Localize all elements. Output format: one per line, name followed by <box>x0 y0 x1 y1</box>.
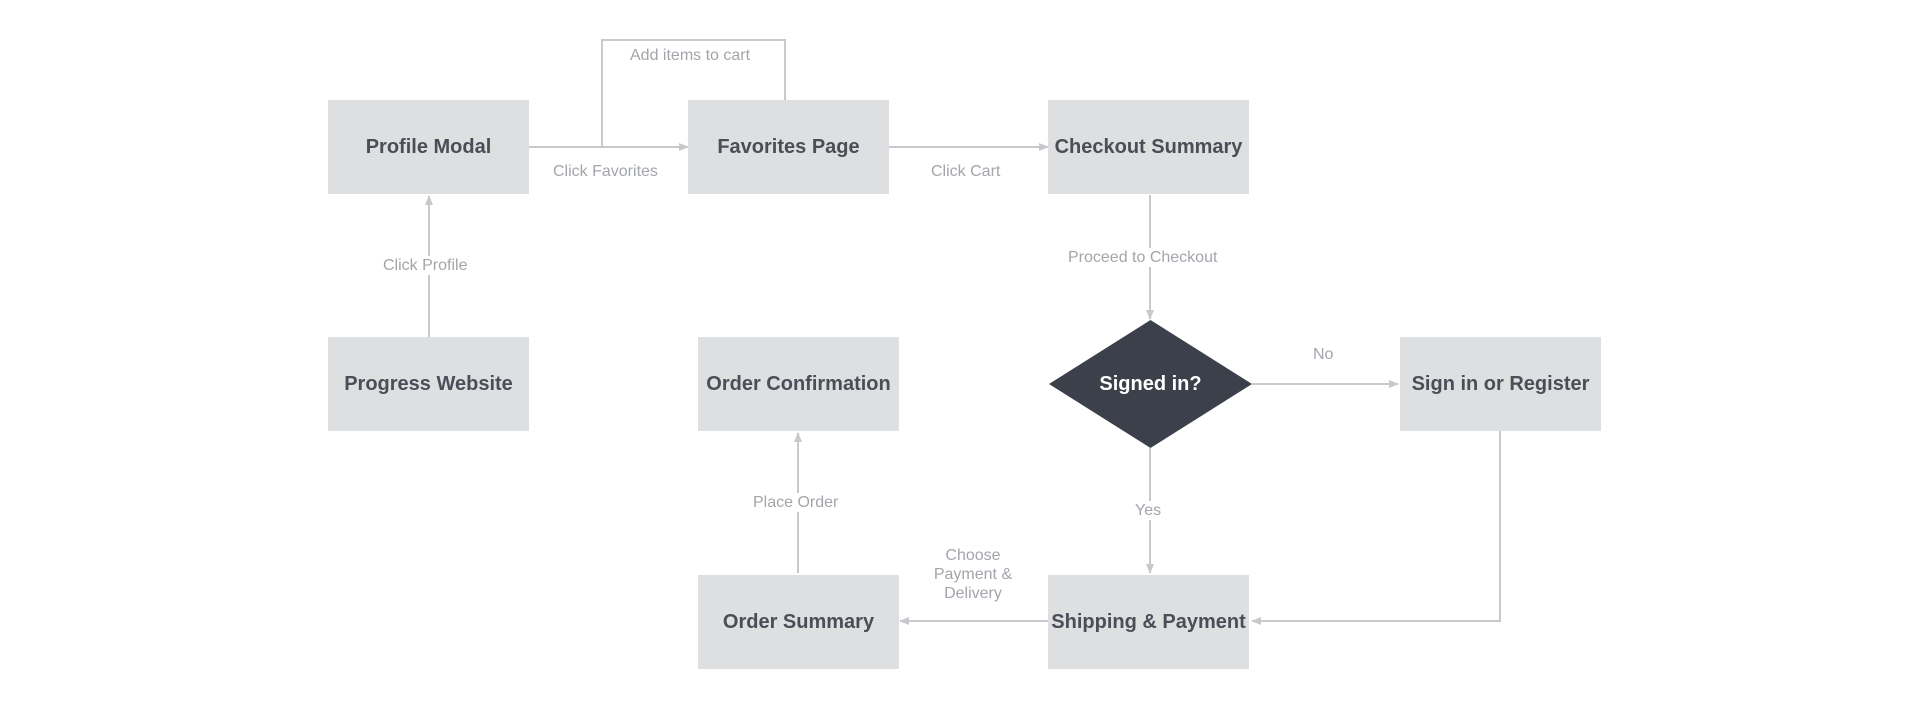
node-checkout-summary: Checkout Summary <box>1048 100 1249 194</box>
node-progress-website: Progress Website <box>328 337 529 431</box>
edge-signin-to-shipping <box>1251 431 1501 625</box>
node-progress-website-label: Progress Website <box>344 372 513 395</box>
node-profile-modal-label: Profile Modal <box>365 135 492 158</box>
node-shipping-payment-label: Shipping & Payment <box>1051 610 1246 633</box>
edge-label-place-order: Place Order <box>753 493 839 512</box>
edge-label-proceed-checkout: Proceed to Checkout <box>1068 248 1218 267</box>
edge-label-add-items: Add items to cart <box>630 46 751 65</box>
node-order-summary-label: Order Summary <box>722 610 875 633</box>
edge-label-no: No <box>1313 345 1334 364</box>
node-profile-modal: Profile Modal <box>328 100 529 194</box>
node-shipping-payment: Shipping & Payment <box>1048 575 1249 669</box>
edge-label-yes: Yes <box>1135 501 1162 520</box>
node-checkout-summary-label: Checkout Summary <box>1054 135 1243 158</box>
node-order-summary: Order Summary <box>698 575 899 669</box>
edge-label-click-profile: Click Profile <box>383 256 468 275</box>
edge-add-items-loop <box>601 39 786 147</box>
node-sign-in-register: Sign in or Register <box>1400 337 1601 431</box>
edge-label-click-cart: Click Cart <box>931 162 1001 181</box>
decision-diamond-shape <box>1049 320 1252 448</box>
node-favorites-page: Favorites Page <box>688 100 889 194</box>
decision-signed-in: Signed in? <box>1049 320 1252 448</box>
node-sign-in-register-label: Sign in or Register <box>1411 372 1590 395</box>
node-order-confirmation-label: Order Confirmation <box>706 372 891 395</box>
edge-label-choose-payment: Choose Payment & Delivery <box>925 546 1021 603</box>
decision-signed-in-label: Signed in? <box>1099 372 1202 395</box>
edge-label-click-favorites: Click Favorites <box>553 162 658 181</box>
node-favorites-page-label: Favorites Page <box>717 135 860 158</box>
node-order-confirmation: Order Confirmation <box>698 337 899 431</box>
